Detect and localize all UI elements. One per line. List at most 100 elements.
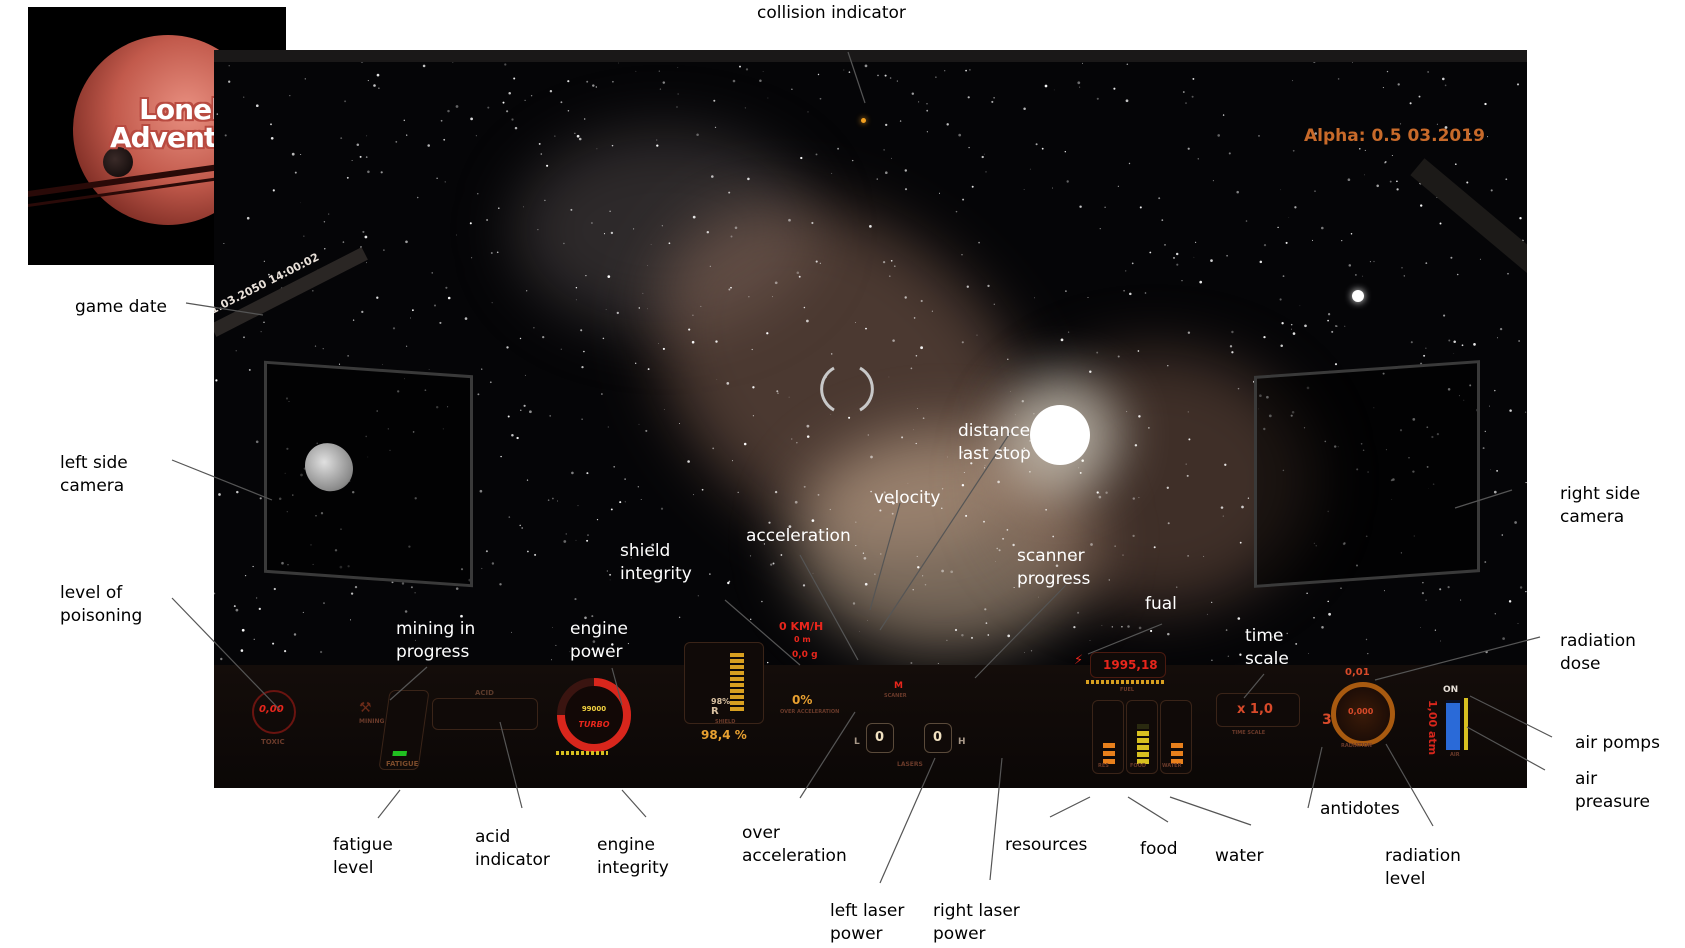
star — [1460, 599, 1462, 601]
star — [1079, 205, 1082, 208]
star — [1139, 206, 1142, 209]
star — [477, 193, 479, 195]
star — [1231, 330, 1234, 334]
star — [961, 254, 963, 256]
star — [870, 490, 872, 493]
annotation-shield-integrity: shield integrity — [620, 541, 692, 584]
star — [471, 257, 473, 259]
star — [587, 534, 589, 536]
star — [774, 490, 778, 494]
star — [392, 327, 396, 330]
star — [299, 202, 301, 204]
star — [971, 636, 973, 639]
star — [1488, 405, 1490, 407]
star — [508, 91, 511, 95]
star — [954, 628, 958, 632]
star — [830, 414, 832, 416]
over-acceleration-value: 0% — [792, 693, 813, 707]
star — [1382, 87, 1384, 89]
star — [519, 524, 521, 527]
star — [767, 661, 769, 664]
right-laser-letter: H — [958, 737, 966, 747]
star — [1113, 87, 1116, 90]
air-pressure-value: 1,00 atm — [1426, 700, 1439, 756]
star — [1320, 226, 1324, 230]
star — [987, 634, 990, 636]
star — [803, 485, 806, 488]
star — [521, 527, 524, 529]
star — [1350, 233, 1353, 235]
radiation-level-value: 0,000 — [1348, 707, 1374, 716]
star — [1454, 163, 1457, 166]
right-laser-power[interactable]: 0 — [924, 723, 952, 753]
star — [1482, 447, 1485, 450]
star — [1081, 459, 1084, 462]
star — [624, 501, 626, 503]
star — [1114, 545, 1116, 547]
star — [361, 310, 364, 314]
star — [1023, 447, 1025, 449]
star — [592, 84, 595, 87]
star — [998, 549, 1001, 552]
star — [1224, 463, 1227, 466]
star — [885, 171, 888, 174]
star — [958, 133, 962, 137]
star — [1187, 555, 1189, 557]
star — [697, 595, 699, 597]
star — [1519, 217, 1522, 220]
time-scale-control[interactable]: x 1,0 — [1216, 693, 1300, 727]
acid-indicator — [432, 698, 538, 730]
star — [1220, 506, 1224, 509]
star — [931, 310, 933, 312]
air-pumps-status[interactable]: ON — [1443, 685, 1459, 695]
star — [1280, 189, 1281, 191]
food-gauge — [1126, 700, 1158, 774]
game-viewport[interactable]: Alpha: 0.5 03.2019 01.03.2050 14:00:02 0… — [214, 50, 1527, 788]
star — [1023, 189, 1025, 190]
star — [1436, 123, 1438, 125]
star — [747, 177, 750, 181]
left-side-camera[interactable] — [264, 360, 473, 588]
left-laser-power[interactable]: 0 — [866, 723, 894, 753]
star — [351, 160, 353, 161]
star — [1206, 613, 1208, 615]
star — [941, 569, 944, 573]
star — [586, 472, 589, 475]
shield-label: SHIELD — [715, 719, 736, 725]
star — [575, 299, 577, 301]
star — [526, 290, 528, 292]
star — [1292, 149, 1295, 152]
star — [947, 456, 948, 458]
star — [618, 62, 619, 64]
star — [1292, 332, 1296, 335]
star — [405, 345, 408, 347]
star — [1150, 629, 1153, 633]
star — [1279, 298, 1282, 301]
star — [241, 628, 245, 632]
star — [658, 343, 660, 345]
star — [920, 346, 923, 350]
star — [640, 499, 642, 500]
star — [806, 319, 809, 323]
star — [243, 96, 245, 98]
star — [590, 222, 593, 224]
annotation-right-laser-power: right laser power — [933, 901, 1020, 944]
star — [1400, 123, 1402, 125]
star — [606, 570, 608, 572]
star — [1493, 490, 1497, 494]
star — [1217, 134, 1220, 137]
star — [427, 144, 430, 147]
star — [1292, 80, 1294, 82]
star — [1355, 274, 1357, 276]
star — [994, 560, 996, 562]
star — [888, 275, 891, 278]
star — [258, 607, 261, 611]
star — [855, 521, 857, 523]
star — [611, 643, 614, 646]
star — [1111, 626, 1113, 628]
star — [1128, 162, 1131, 165]
star — [1014, 414, 1016, 416]
right-side-camera[interactable] — [1254, 360, 1480, 588]
star — [1073, 625, 1076, 629]
star — [910, 662, 913, 664]
